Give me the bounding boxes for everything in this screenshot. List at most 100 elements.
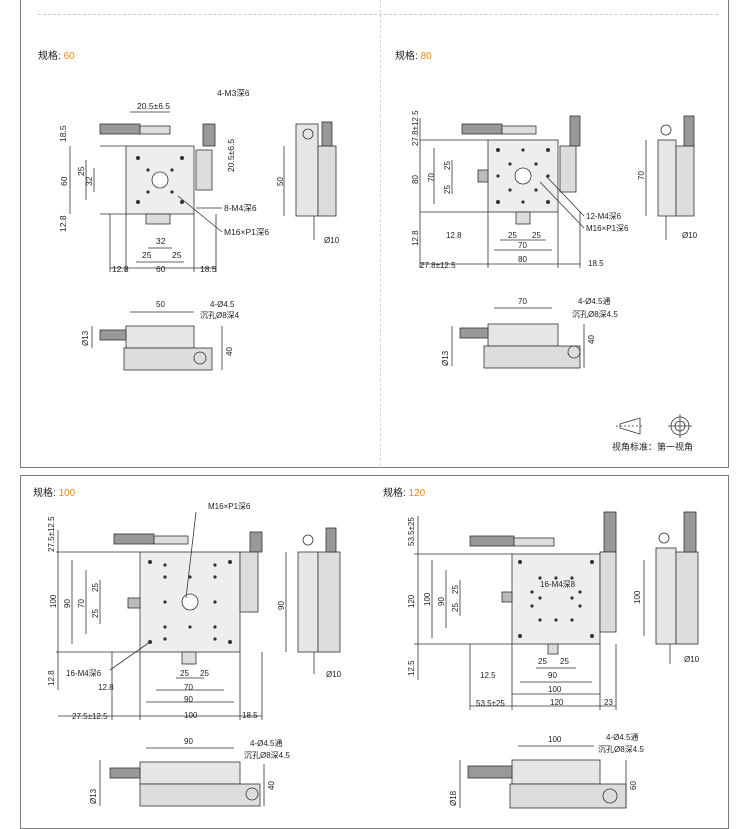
svg-text:60: 60	[156, 264, 166, 274]
svg-text:25: 25	[180, 669, 189, 678]
svg-text:16-M4深6: 16-M4深6	[66, 669, 102, 678]
svg-text:20.5±6.5: 20.5±6.5	[137, 101, 170, 111]
svg-text:Ø13: Ø13	[89, 788, 98, 804]
spec120-front-dims: 100 4-Ø4.5通 沉孔Ø8深4.5 Ø18 60	[449, 732, 644, 806]
svg-text:M16×P1深6: M16×P1深6	[224, 227, 269, 237]
svg-text:90: 90	[277, 601, 286, 610]
svg-text:12.8: 12.8	[446, 231, 462, 240]
spec80-top-view	[419, 115, 585, 268]
spec60-side-dims: 50 Ø10	[276, 177, 340, 245]
spec60-front-dims: 50 4-Ø4.5 沉孔Ø8深4 Ø13 40	[81, 300, 240, 356]
svg-text:120: 120	[550, 698, 564, 707]
svg-text:Ø10: Ø10	[326, 670, 342, 679]
svg-text:Ø10: Ø10	[324, 236, 340, 245]
spec60-side-view	[283, 121, 337, 240]
svg-text:25: 25	[76, 166, 86, 176]
top-panel	[20, 0, 729, 468]
svg-text:25: 25	[443, 185, 452, 194]
svg-text:23: 23	[604, 698, 613, 707]
svg-text:12.8: 12.8	[47, 670, 56, 686]
svg-text:M16×P1深6: M16×P1深6	[208, 502, 251, 511]
svg-text:4-Ø4.5通: 4-Ø4.5通	[578, 296, 610, 306]
spec60-top-view	[69, 111, 223, 272]
svg-text:50: 50	[156, 300, 165, 309]
svg-text:53.5±25: 53.5±25	[476, 699, 505, 708]
svg-text:40: 40	[267, 781, 276, 790]
svg-text:25: 25	[532, 231, 541, 240]
svg-text:20.5±6.5: 20.5±6.5	[226, 139, 236, 172]
svg-text:18.5: 18.5	[58, 125, 68, 142]
svg-text:4-Ø4.5通: 4-Ø4.5通	[250, 738, 282, 748]
svg-text:12.8: 12.8	[58, 215, 68, 232]
spec100-front-view	[99, 747, 265, 807]
spec-label-80: 规格: 80	[395, 51, 432, 62]
svg-text:100: 100	[49, 594, 58, 608]
svg-text:90: 90	[184, 695, 193, 704]
svg-text:25: 25	[91, 583, 100, 592]
svg-text:12.5: 12.5	[480, 671, 496, 680]
svg-text:25: 25	[508, 231, 517, 240]
divider-vertical	[380, 0, 381, 466]
svg-text:70: 70	[518, 241, 527, 250]
svg-text:100: 100	[633, 590, 642, 604]
svg-text:25: 25	[91, 609, 100, 618]
svg-text:12.8: 12.8	[98, 683, 114, 692]
svg-text:90: 90	[63, 599, 72, 608]
spec120-top-dims: 53.5±25 120 100 90 25 25 16-M4深8 12.5 12…	[407, 517, 613, 708]
svg-text:90: 90	[548, 671, 557, 680]
svg-text:80: 80	[411, 175, 420, 184]
svg-text:25: 25	[200, 669, 209, 678]
svg-text:90: 90	[184, 737, 193, 746]
svg-text:40: 40	[225, 347, 234, 356]
svg-text:53.5±25: 53.5±25	[407, 517, 416, 546]
svg-text:100: 100	[423, 592, 432, 606]
svg-text:70: 70	[637, 171, 646, 180]
svg-text:M16×P1深6: M16×P1深6	[586, 224, 629, 233]
svg-text:25: 25	[172, 250, 182, 260]
svg-text:27.5±12.5: 27.5±12.5	[72, 712, 108, 721]
svg-text:沉孔Ø8深4.5: 沉孔Ø8深4.5	[572, 310, 618, 319]
first-angle-icon	[616, 414, 692, 438]
spec80-top-dims: 27.8±12.5 80 70 25 25 12-M4深6 M16×P1深6 1…	[411, 110, 629, 270]
svg-text:25: 25	[451, 603, 460, 612]
svg-text:70: 70	[427, 173, 436, 182]
spec100-side-view	[285, 527, 341, 674]
svg-text:25: 25	[142, 250, 152, 260]
svg-text:16-M4深8: 16-M4深8	[540, 580, 576, 589]
svg-text:25: 25	[451, 585, 460, 594]
svg-text:8-M4深6: 8-M4深6	[224, 203, 257, 213]
svg-text:27.8±12.5: 27.8±12.5	[420, 261, 456, 270]
view-standard-label: 视角标准：第一视角	[612, 442, 694, 452]
svg-text:4-Ø4.5: 4-Ø4.5	[210, 300, 235, 309]
svg-text:18.5: 18.5	[588, 259, 604, 268]
svg-text:32: 32	[156, 236, 166, 246]
svg-text:60: 60	[59, 176, 69, 186]
svg-text:120: 120	[407, 594, 416, 608]
svg-text:70: 70	[518, 297, 527, 306]
svg-text:25: 25	[560, 657, 569, 666]
svg-text:Ø10: Ø10	[682, 231, 698, 240]
spec120-side-view	[643, 511, 699, 664]
svg-text:100: 100	[184, 711, 198, 720]
svg-text:12-M4深6: 12-M4深6	[586, 212, 622, 221]
svg-text:40: 40	[587, 335, 596, 344]
svg-text:18.5: 18.5	[200, 264, 217, 274]
svg-text:27.5±12.5: 27.5±12.5	[47, 516, 56, 552]
spec100-top-view	[56, 511, 263, 720]
svg-text:70: 70	[184, 683, 193, 692]
svg-text:100: 100	[548, 685, 562, 694]
svg-text:27.8±12.5: 27.8±12.5	[411, 110, 420, 146]
spec80-front-dims: 70 4-Ø4.5通 沉孔Ø8深4.5 Ø13 40	[441, 296, 618, 366]
spec120-top-view	[414, 511, 617, 710]
spec120-side-dims: 100 Ø10	[633, 590, 700, 664]
svg-text:Ø13: Ø13	[81, 330, 90, 346]
spec100-side-dims: 90 Ø10	[277, 601, 342, 679]
divider-dashed	[38, 14, 718, 15]
spec100-front-dims: 90 4-Ø4.5通 沉孔Ø8深4.5 Ø13 40	[89, 737, 290, 804]
svg-text:4-Ø4.5通: 4-Ø4.5通	[606, 732, 638, 742]
svg-text:25: 25	[443, 161, 452, 170]
svg-text:18.5: 18.5	[242, 711, 258, 720]
spec80-side-view	[645, 115, 695, 240]
svg-text:Ø10: Ø10	[684, 655, 700, 664]
